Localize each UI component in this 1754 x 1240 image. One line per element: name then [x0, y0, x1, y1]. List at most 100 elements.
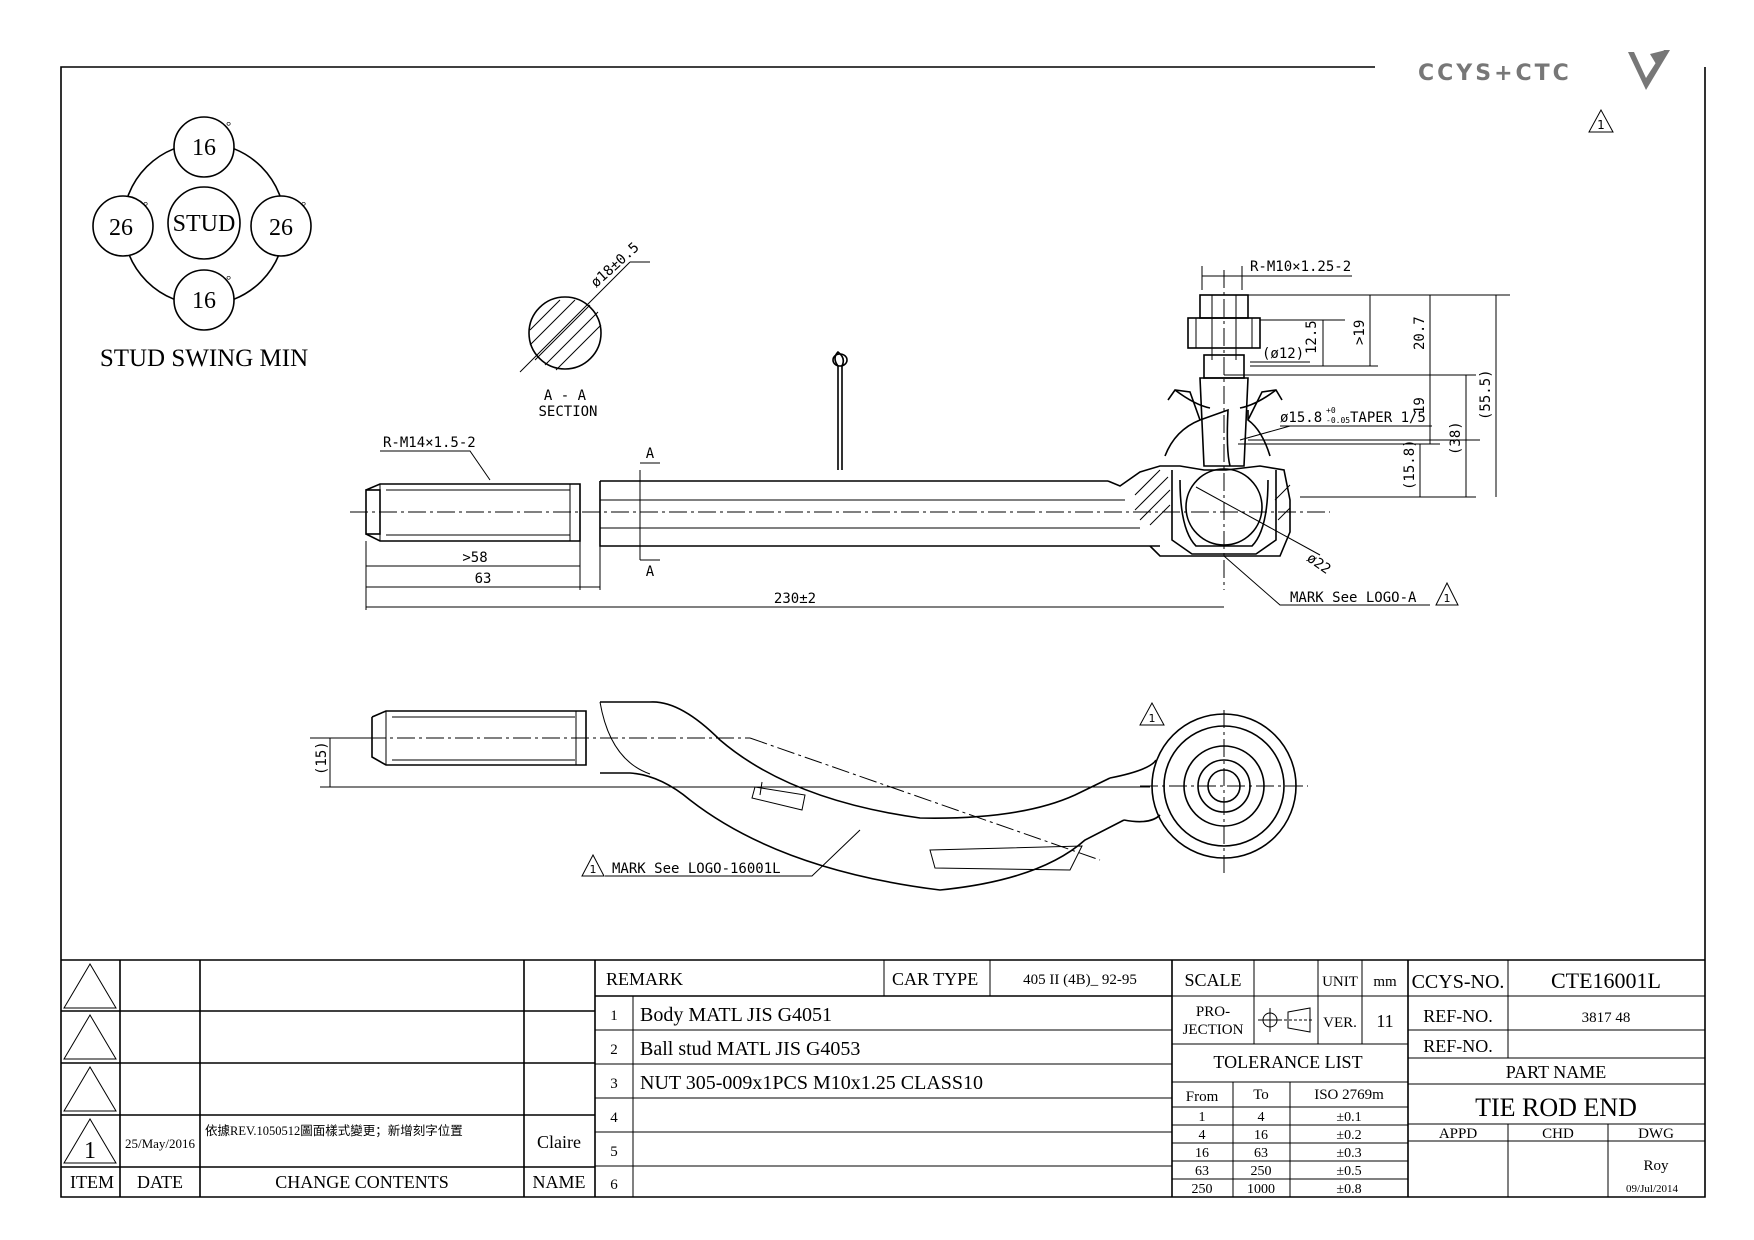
rev-triangle-icon: [63, 1118, 117, 1164]
svg-text:250: 250: [1251, 1164, 1272, 1179]
svg-text:±0.3: ±0.3: [1336, 1146, 1361, 1161]
svg-text:mm: mm: [1373, 974, 1397, 990]
svg-text:DWG: DWG: [1638, 1126, 1674, 1142]
svg-text:APPD: APPD: [1439, 1126, 1478, 1142]
svg-text:°: °: [143, 198, 148, 213]
svg-text:16: 16: [1195, 1146, 1209, 1161]
svg-text:A - A: A - A: [544, 388, 587, 404]
sheet-border: [60, 66, 1706, 1198]
thread-left-dim: R-M14×1.5-2: [383, 435, 476, 451]
stud-swing-diagram: 16 16 26 26 ° ° ° ° STUD STUD SWING MIN: [92, 116, 312, 372]
svg-text:ø22: ø22: [1304, 550, 1334, 578]
svg-text:1: 1: [590, 863, 597, 876]
rev-date-1: 25/May/2016: [125, 1136, 196, 1151]
rev-triangle-icon: [63, 1014, 117, 1060]
side-view-triangle-icon: 1: [1139, 701, 1165, 726]
svg-text:CCYS-NO.: CCYS-NO.: [1412, 971, 1505, 993]
swing-right: 26: [269, 215, 293, 241]
section-a-a: ø18±0.5 A - A SECTION: [519, 240, 650, 420]
svg-text:(ø12): (ø12): [1262, 346, 1304, 362]
svg-text:PRO-: PRO-: [1196, 1004, 1230, 1020]
svg-text:REF-NO.: REF-NO.: [1423, 1036, 1493, 1056]
svg-text:>19: >19: [1352, 320, 1368, 345]
swing-center: STUD: [173, 211, 236, 237]
svg-text:A: A: [646, 564, 655, 580]
svg-text:2: 2: [610, 1042, 618, 1058]
tie-rod-side-view: (15) 1 1 MARK See LOGO-16001L: [310, 701, 1308, 891]
svg-text:CCYS+CTC: CCYS+CTC: [1418, 61, 1572, 86]
svg-text:19: 19: [1412, 397, 1428, 414]
svg-text:12.5: 12.5: [1304, 320, 1320, 354]
rev-triangle-icon: [63, 1066, 117, 1112]
svg-text:R-M10×1.25-2: R-M10×1.25-2: [1250, 259, 1351, 275]
svg-text:SCALE: SCALE: [1184, 970, 1241, 990]
svg-text:405 II (4B)_ 92-95: 405 II (4B)_ 92-95: [1023, 972, 1137, 988]
svg-text:1: 1: [1444, 592, 1451, 605]
svg-text:(15.8): (15.8): [1402, 439, 1418, 490]
svg-text:MARK See LOGO-A: MARK See LOGO-A: [1290, 590, 1417, 606]
svg-text:From: From: [1186, 1089, 1219, 1105]
svg-text:1000: 1000: [1247, 1182, 1275, 1197]
svg-text:(38): (38): [1448, 421, 1464, 455]
svg-text:250: 250: [1192, 1182, 1213, 1197]
svg-text:4: 4: [1199, 1128, 1206, 1143]
svg-text:JECTION: JECTION: [1183, 1022, 1244, 1038]
svg-text:DATE: DATE: [137, 1172, 183, 1192]
svg-text:1: 1: [610, 1008, 618, 1024]
svg-text:ø15.8: ø15.8: [1280, 410, 1322, 426]
svg-text:PART NAME: PART NAME: [1506, 1062, 1606, 1082]
rev-name-1: Claire: [537, 1132, 581, 1152]
svg-text:NAME: NAME: [533, 1172, 586, 1192]
svg-text:+0: +0: [1326, 406, 1336, 415]
svg-text:TOLERANCE LIST: TOLERANCE LIST: [1213, 1052, 1362, 1072]
tie-rod-top-view: A A R-M14×1.5-2 >58 63 230±2 R-M10×1.25-…: [350, 259, 1510, 610]
svg-text:°: °: [301, 198, 306, 213]
svg-text:63: 63: [475, 571, 492, 587]
svg-text:A: A: [646, 446, 655, 462]
svg-text:CHD: CHD: [1542, 1126, 1574, 1142]
logo-mark-icon: [1628, 50, 1670, 90]
svg-text:±0.2: ±0.2: [1336, 1128, 1361, 1143]
drawing-date: 09/Jul/2014: [1626, 1183, 1678, 1195]
svg-text:TAPER 1/5: TAPER 1/5: [1350, 410, 1426, 426]
svg-text:20.7: 20.7: [1412, 316, 1428, 350]
svg-text:3: 3: [610, 1076, 618, 1092]
svg-text:11: 11: [1376, 1011, 1393, 1031]
svg-text:°: °: [226, 272, 231, 287]
svg-text:4: 4: [610, 1110, 618, 1126]
projection-symbol-icon: [1258, 1007, 1314, 1033]
svg-text:NUT 305-009x1PCS M10x1.25 CLAS: NUT 305-009x1PCS M10x1.25 CLASS10: [640, 1072, 983, 1094]
ref-no: 3817 48: [1582, 1010, 1631, 1026]
svg-text:(15): (15): [314, 741, 330, 775]
svg-text:Body MATL JIS G4051: Body MATL JIS G4051: [640, 1004, 832, 1026]
svg-text:REMARK: REMARK: [606, 969, 683, 989]
swing-left: 26: [109, 215, 133, 241]
svg-text:±0.5: ±0.5: [1336, 1164, 1361, 1179]
ccys-no: CTE16001L: [1551, 968, 1661, 993]
svg-text:-0.05: -0.05: [1326, 416, 1350, 425]
svg-text:16: 16: [1254, 1128, 1268, 1143]
logo-16001-triangle-icon: 1: [581, 853, 605, 877]
svg-text:Ball stud MATL JIS G4053: Ball stud MATL JIS G4053: [640, 1038, 860, 1060]
svg-text:To: To: [1253, 1087, 1269, 1103]
rev-item-1: 1: [84, 1138, 96, 1164]
svg-text:1: 1: [1199, 1110, 1206, 1125]
company-logo: CCYS+CTC: [1418, 50, 1670, 90]
logo-a-triangle-icon: 1: [1435, 581, 1459, 606]
cotter-pin-icon: [834, 350, 845, 470]
svg-text:MARK See LOGO-16001L: MARK See LOGO-16001L: [612, 861, 781, 877]
svg-text:CHANGE CONTENTS: CHANGE CONTENTS: [275, 1172, 449, 1192]
svg-text:5: 5: [610, 1144, 618, 1160]
swing-top: 16: [192, 135, 216, 161]
svg-text:6: 6: [610, 1177, 618, 1193]
svg-text:°: °: [226, 118, 231, 133]
svg-text:VER.: VER.: [1323, 1015, 1357, 1031]
svg-text:230±2: 230±2: [774, 591, 816, 607]
svg-text:1: 1: [1149, 712, 1156, 725]
svg-text:±0.1: ±0.1: [1336, 1110, 1361, 1125]
svg-text:63: 63: [1254, 1146, 1268, 1161]
part-name: TIE ROD END: [1475, 1093, 1637, 1122]
rev-triangle-icon: [63, 963, 117, 1009]
svg-text:±0.8: ±0.8: [1336, 1182, 1361, 1197]
